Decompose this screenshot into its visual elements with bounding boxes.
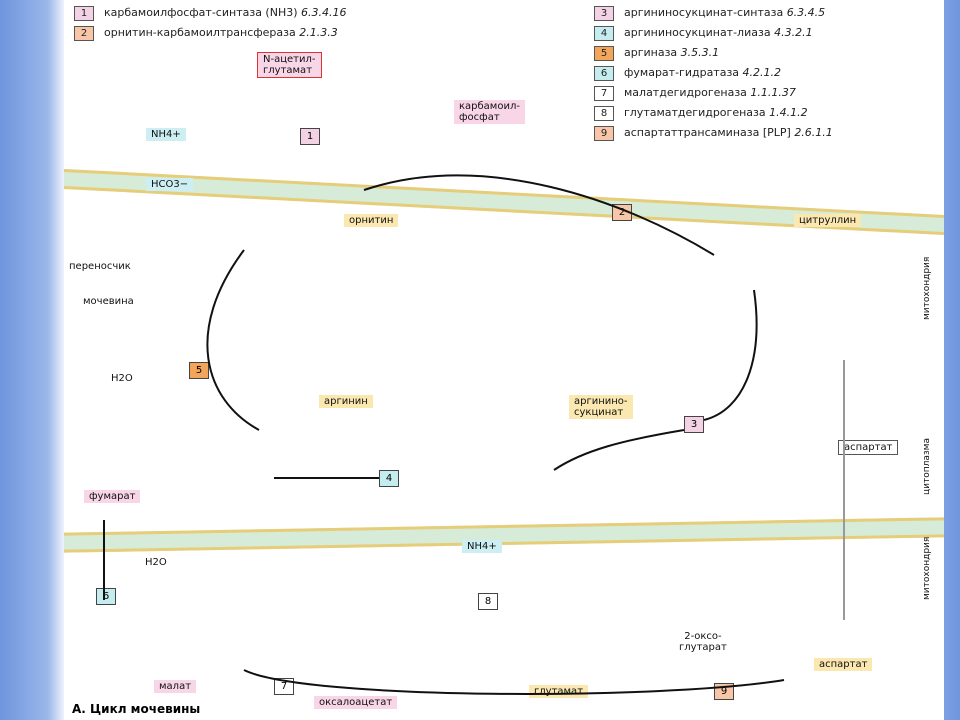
arrow-oxaloacetate-to-9 [243, 669, 785, 695]
enzyme-4: 4 [379, 470, 399, 487]
label-h2o-a: H2O [111, 373, 133, 384]
enzyme-8: 8 [478, 593, 498, 610]
enzyme-3: 3 [684, 416, 704, 433]
legend-number: 1 [74, 6, 94, 21]
enzyme-1: 1 [300, 128, 320, 145]
legend-right: 3 аргининосукцинат-синтаза 6.3.4.5 4 аргини… [594, 6, 944, 146]
label-argsucc: аргинино- сукцинат [569, 395, 633, 419]
label-arginine: аргинин [319, 395, 373, 408]
pathway-arrows [103, 174, 845, 695]
legend-item-3: 3 аргининосукцинат-синтаза 6.3.4.5 [594, 6, 944, 21]
enzyme-6: 6 [96, 588, 116, 605]
legend-text: аргиназа 3.5.3.1 [624, 46, 720, 59]
label-urea: мочевина [83, 296, 134, 307]
legend-item-9: 9 аспартаттрансаминаза [PLP] 2.6.1.1 [594, 126, 944, 141]
arrow-ornithine-to-citrulline [363, 174, 715, 256]
legend-text: глутаматдегидрогеназа 1.4.1.2 [624, 106, 808, 119]
legend-item-1: 1 карбамоилфосфат-синтаза (NH3) 6.3.4.16 [74, 6, 474, 21]
label-nh4: NH4+ [146, 128, 186, 141]
legend-text: карбамоилфосфат-синтаза (NH3) 6.3.4.16 [104, 6, 347, 19]
label-aspartate-top: аспартат [838, 440, 899, 455]
legend-item-6: 6 фумарат-гидратаза 4.2.1.2 [594, 66, 944, 81]
label-h2o-b: H2O [145, 557, 167, 568]
label-ornithine: орнитин [344, 214, 399, 227]
label-oxoglutarate: 2-оксо- глутарат [679, 631, 727, 653]
label-carrier: переносчик [69, 261, 131, 272]
label-hco3: HCO3− [146, 178, 194, 191]
legend-number: 8 [594, 106, 614, 121]
legend-item-8: 8 глутаматдегидрогеназа 1.4.1.2 [594, 106, 944, 121]
label-citrulline: цитруллин [794, 214, 862, 227]
legend-left: 1 карбамоилфосфат-синтаза (NH3) 6.3.4.16 2… [74, 6, 474, 46]
arrow-3-to-argsucc [553, 429, 685, 471]
arrow-arginine-to-ornithine [206, 249, 260, 431]
legend-number: 4 [594, 26, 614, 41]
legend-text: аспартаттрансаминаза [PLP] 2.6.1.1 [624, 126, 833, 139]
legend-item-4: 4 аргининосукцинат-лиаза 4.3.2.1 [594, 26, 944, 41]
legend-number: 3 [594, 6, 614, 21]
legend-number: 5 [594, 46, 614, 61]
legend-text: аргининосукцинат-синтаза 6.3.4.5 [624, 6, 826, 19]
legend-text: орнитин-карбамоилтрансфераза 2.1.3.3 [104, 26, 338, 39]
label-carbamoylphosphate: карбамоил- фосфат [454, 100, 525, 124]
legend-text: фумарат-гидратаза 4.2.1.2 [624, 66, 782, 79]
arrow-citrulline-to-3 [703, 289, 758, 421]
label-aspartate-bottom: аспартат [814, 658, 873, 671]
label-fumarate: фумарат [84, 490, 141, 503]
label-malate: малат [154, 680, 197, 693]
label-oxaloacetate: оксалоацетат [314, 696, 398, 709]
legend-item-2: 2 орнитин-карбамоилтрансфераза 2.1.3.3 [74, 26, 474, 41]
legend-number: 7 [594, 86, 614, 101]
legend-text: малатдегидрогеназа 1.1.1.37 [624, 86, 796, 99]
legend-item-5: 5 аргиназа 3.5.3.1 [594, 46, 944, 61]
diagram-sheet: 1 карбамоилфосфат-синтаза (NH3) 6.3.4.16 2… [64, 0, 944, 720]
legend-text: аргининосукцинат-лиаза 4.3.2.1 [624, 26, 813, 39]
label-acetylglutamate: N-ацетил- глутамат [257, 52, 322, 78]
legend-number: 2 [74, 26, 94, 41]
label-nh4-b: NH4+ [462, 540, 502, 553]
legend-number: 6 [594, 66, 614, 81]
legend-item-7: 7 малатдегидрогеназа 1.1.1.37 [594, 86, 944, 101]
legend-number: 9 [594, 126, 614, 141]
enzyme-5: 5 [189, 362, 209, 379]
figure-title: А. Цикл мочевины [72, 702, 201, 716]
